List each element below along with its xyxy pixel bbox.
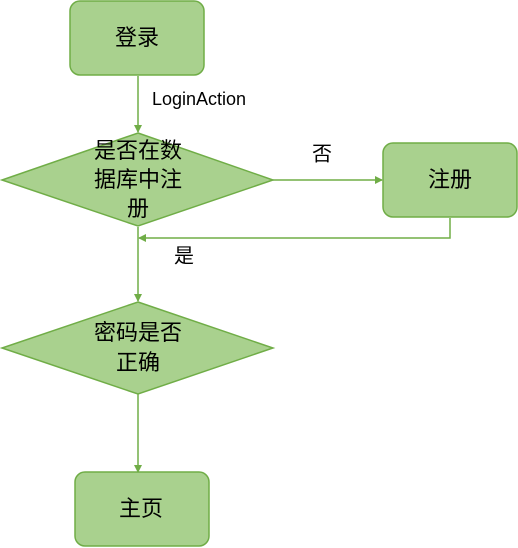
edges: LoginAction 否 是 <box>134 76 451 473</box>
node-check-registered-line-2: 据库中注 <box>94 168 182 193</box>
edge-label-loginaction: LoginAction <box>152 89 246 109</box>
node-login-label: 登录 <box>115 26 159 51</box>
edge-register-return <box>138 218 451 242</box>
node-register: 注册 <box>382 142 518 218</box>
node-login: 登录 <box>69 0 205 76</box>
node-check-registered-line-1: 是否在数 <box>94 139 182 164</box>
node-register-label: 注册 <box>428 168 472 193</box>
edge-label-yes: 是 <box>174 244 194 268</box>
node-home-label: 主页 <box>119 497 163 522</box>
node-check-password: 密码是否 正确 <box>0 301 276 395</box>
node-home: 主页 <box>74 471 210 547</box>
node-check-registered-line-3: 册 <box>127 197 149 222</box>
node-check-registered: 是否在数 据库中注 册 <box>0 132 276 227</box>
node-check-password-line-2: 正确 <box>116 351 160 376</box>
node-check-password-line-1: 密码是否 <box>94 321 182 346</box>
edge-label-no: 否 <box>312 142 332 166</box>
